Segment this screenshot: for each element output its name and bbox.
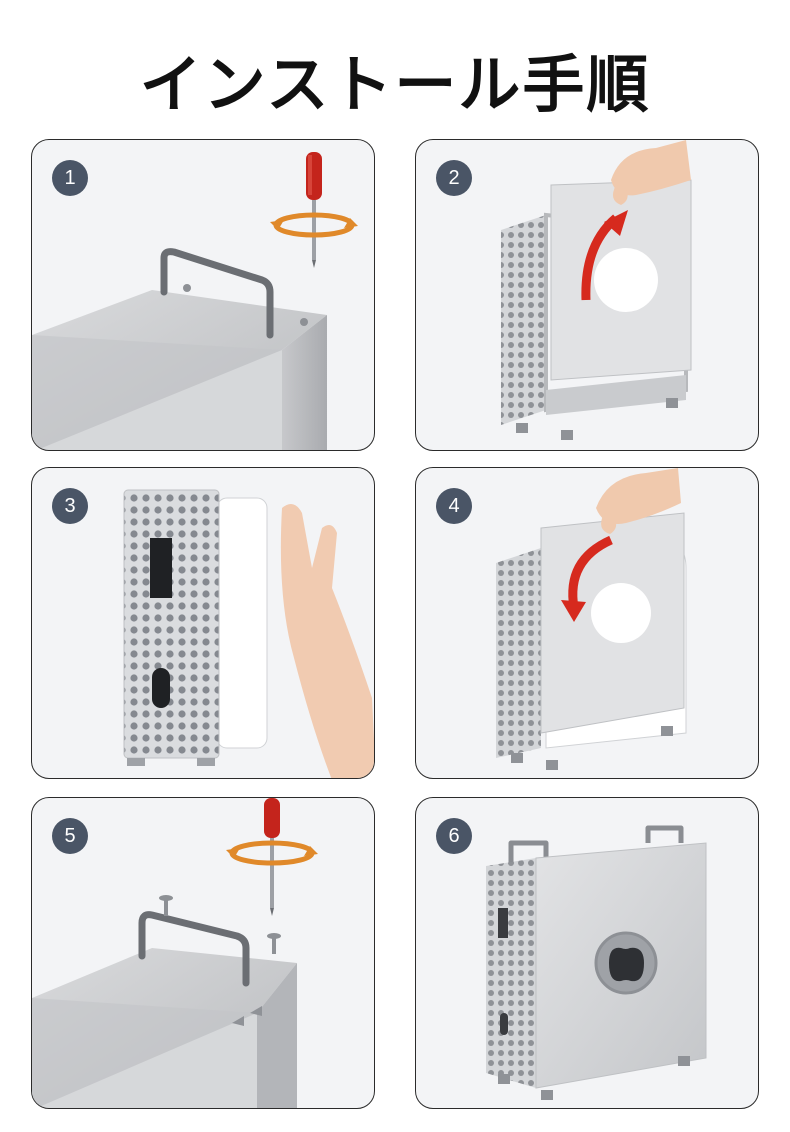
panel-hole (594, 248, 658, 312)
step-3-panel: 3 (31, 467, 375, 779)
case-side-surface (282, 315, 327, 450)
hand-icon (280, 504, 374, 778)
step-1-panel: 1 (31, 139, 375, 451)
hand-icon (596, 468, 681, 534)
step-1-illustration (32, 152, 358, 450)
hand-icon (611, 140, 691, 205)
step-6-illustration (486, 825, 707, 1100)
perforated-side (496, 548, 541, 758)
perforated-side (501, 215, 546, 425)
step-4-illustration (496, 468, 687, 770)
page-title: インストール手順 (139, 48, 651, 121)
step-number-badge: 3 (52, 488, 88, 524)
step-3-illustration (123, 489, 374, 778)
case-side-surface (257, 963, 297, 1108)
step-number-badge: 6 (436, 818, 472, 854)
step-2-panel: 2 (415, 139, 759, 451)
panel-hole (591, 583, 651, 643)
apple-logo-icon (609, 947, 644, 982)
step-number-badge: 5 (52, 818, 88, 854)
handle (160, 248, 274, 339)
computer-unit (216, 497, 268, 749)
step-2-illustration (501, 140, 692, 440)
handle (138, 911, 250, 987)
step-number-badge: 4 (436, 488, 472, 524)
perforated-frame (123, 489, 220, 759)
screw-icon (159, 895, 281, 954)
perforated-side (486, 858, 536, 1088)
step-5-panel: 5 (31, 797, 375, 1109)
screwdriver-icon (264, 798, 280, 916)
down-arrow-icon (568, 535, 613, 609)
step-6-panel: 6 (415, 797, 759, 1109)
step-number-badge: 1 (52, 160, 88, 196)
step-5-illustration (32, 798, 318, 1108)
screwdriver-icon (306, 152, 322, 268)
step-4-panel: 4 (415, 467, 759, 779)
step-number-badge: 2 (436, 160, 472, 196)
handle (508, 825, 684, 863)
